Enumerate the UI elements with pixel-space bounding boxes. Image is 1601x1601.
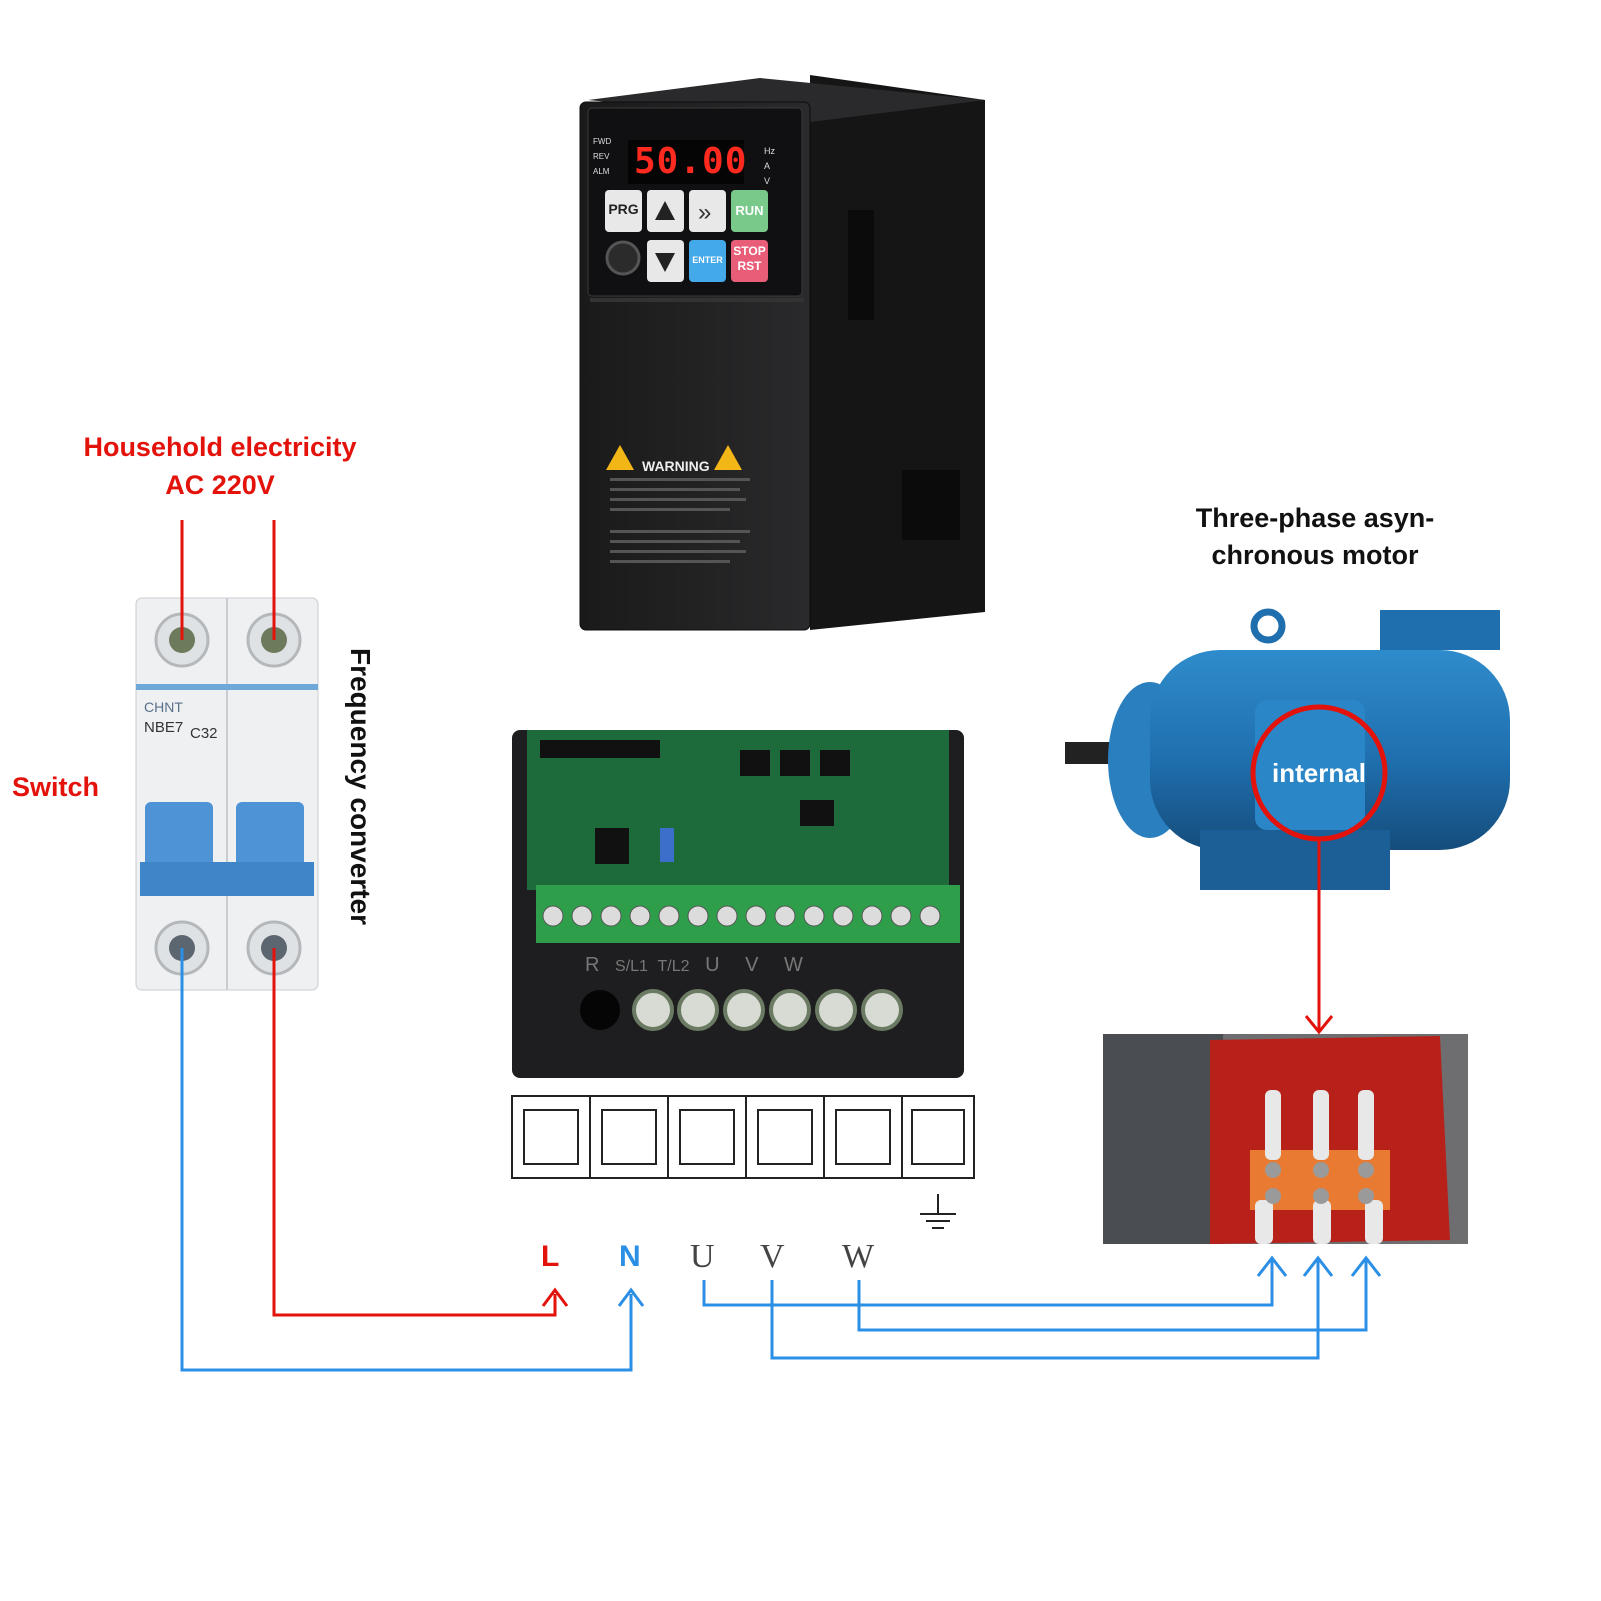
terminal-V-label: V: [760, 1238, 785, 1275]
junction-box-photo: [1103, 1034, 1468, 1244]
vfd-unit: »: [579, 75, 985, 631]
terminal-label-U: U: [705, 954, 720, 976]
terminal-label-S: S/L1: [615, 958, 648, 975]
unit-v: V: [764, 176, 771, 186]
internal-arrowhead-icon: [1304, 1015, 1334, 1035]
up-arrow-icon: [655, 201, 675, 220]
arrow-U-icon: [1256, 1255, 1288, 1277]
indicator-alm: ALM: [593, 167, 610, 176]
internal-highlight-circle: [1250, 704, 1388, 842]
wire-N: [180, 948, 633, 1372]
terminal-W-label: W: [842, 1238, 875, 1275]
stop-key-line1: STOP: [733, 244, 766, 258]
vfd-terminal-board: [512, 730, 964, 1078]
household-electricity-label: Household electricity AC 220V: [40, 428, 400, 504]
breaker-rating: C32: [190, 725, 218, 742]
unit-hz: Hz: [764, 146, 775, 156]
wire-W: [857, 1260, 1368, 1332]
household-line1: Household electricity: [83, 432, 357, 462]
terminal-L-label: L: [541, 1240, 560, 1273]
terminal-N-label: N: [619, 1240, 641, 1273]
stop-key: STOP RST: [731, 244, 768, 274]
enter-key-bg: [689, 240, 726, 282]
warning-title: WARNING: [642, 458, 710, 474]
down-arrow-icon: [655, 253, 675, 272]
stop-key-line2: RST: [737, 259, 762, 273]
vfd-units: Hz A V: [764, 144, 775, 189]
vfd-indicators: FWD REV ALM: [593, 134, 611, 179]
terminal-screw-U: [723, 989, 765, 1031]
warning-icon-right: [714, 445, 742, 470]
terminal-label-T: T/L2: [657, 958, 690, 975]
shift-icon: »: [698, 199, 711, 226]
terminal-screw-PE: [861, 989, 903, 1031]
motor-junction-box: [1255, 700, 1365, 830]
terminal-hole-R: [580, 990, 620, 1030]
terminal-label-V: V: [745, 954, 759, 976]
terminal-label-R: R: [585, 954, 600, 976]
terminal-U-label: U: [690, 1238, 715, 1275]
warning-icon-left: [606, 445, 634, 470]
indicator-fwd: FWD: [593, 137, 612, 146]
stop-key-bg: [731, 240, 768, 282]
household-line2: AC 220V: [165, 470, 275, 500]
wire-L: [272, 948, 557, 1317]
terminal-screw-V: [769, 989, 811, 1031]
unit-a: A: [764, 161, 771, 171]
prg-key: PRG: [608, 201, 639, 217]
breaker-brand: CHNT: [144, 699, 183, 715]
vfd-display: 50.00: [634, 141, 748, 182]
power-terminal-labels: R S/L1 T/L2 U V W: [585, 954, 803, 977]
internal-label: internal: [1272, 758, 1366, 788]
terminal-screw-S: [632, 989, 674, 1031]
terminal-boxes: [511, 1095, 975, 1179]
indicator-rev: REV: [593, 152, 610, 161]
circuit-breaker: CHNT NBE7 C32: [135, 597, 319, 991]
enter-key: ENTER: [692, 255, 723, 265]
motor-photo: [1065, 608, 1510, 890]
arrow-L-icon: [541, 1287, 569, 1307]
terminal-label-W: W: [784, 954, 803, 976]
arrow-W-icon: [1350, 1255, 1382, 1277]
motor-line2: chronous motor: [1211, 540, 1419, 570]
run-key: RUN: [735, 203, 764, 218]
switch-label: Switch: [12, 772, 100, 802]
motor-label: Three-phase asyn- chronous motor: [1165, 500, 1465, 574]
arrow-N-icon: [617, 1287, 645, 1307]
wire-V: [770, 1260, 1320, 1360]
prg-key-bg: [605, 190, 642, 232]
terminal-screw-T: [677, 989, 719, 1031]
motor-line1: Three-phase asyn-: [1195, 503, 1435, 533]
breaker-model: NBE7: [144, 719, 183, 736]
arrow-V-icon: [1302, 1255, 1334, 1277]
wire-U: [702, 1260, 1274, 1307]
terminal-screw-W: [815, 989, 857, 1031]
frequency-converter-label: Frequency converter: [345, 648, 376, 925]
run-key-bg: [731, 190, 768, 232]
ground-icon: [920, 1194, 956, 1229]
knob-icon: [605, 240, 641, 276]
